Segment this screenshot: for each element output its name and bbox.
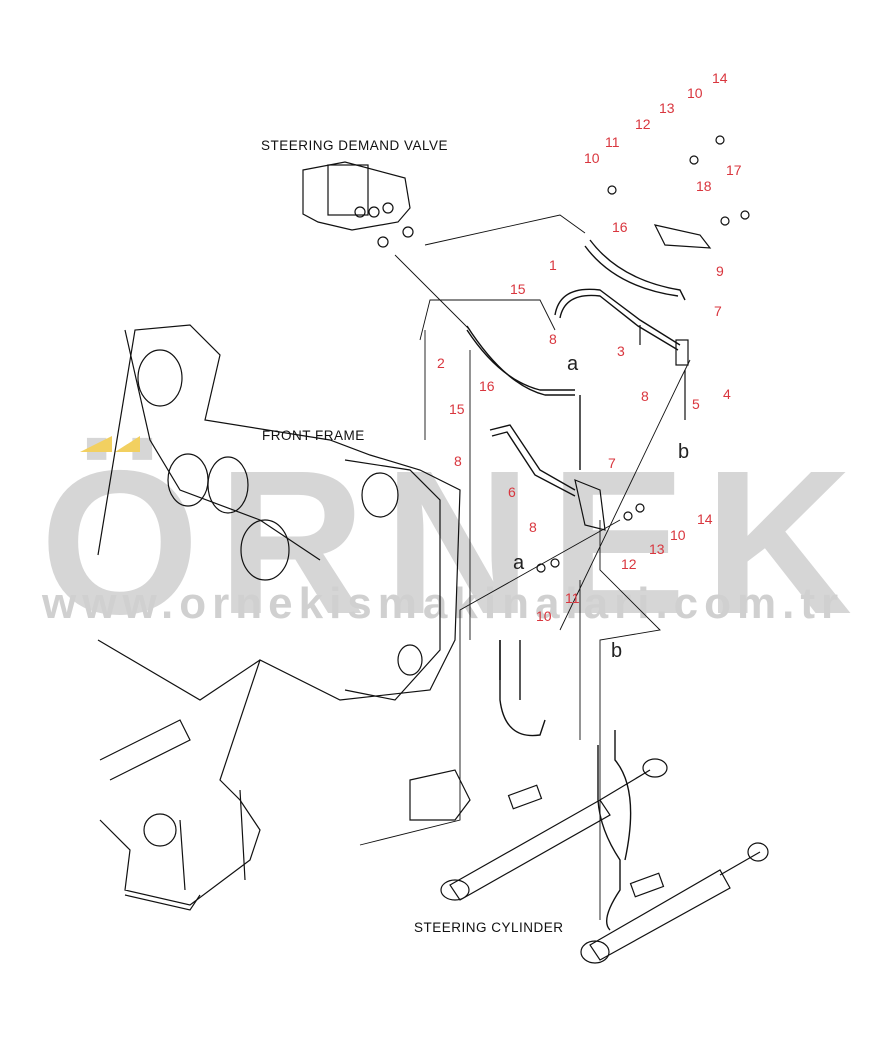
part-label: 12 [621, 556, 637, 572]
part-label: 17 [726, 162, 742, 178]
hose-6 [489, 424, 576, 491]
hoses [466, 239, 686, 931]
view-letter: a [567, 353, 579, 375]
part-label: 15 [449, 401, 465, 417]
part-label: 8 [454, 453, 462, 469]
part-label: 14 [697, 511, 713, 527]
part-label: 3 [617, 343, 625, 359]
part-label: 10 [536, 608, 552, 624]
part-label: 11 [565, 590, 580, 606]
watermark-brand: ÖRNEK [40, 428, 871, 657]
part-label: 10 [687, 85, 703, 101]
part-label: 9 [716, 263, 724, 279]
title-steering-demand-valve: STEERING DEMAND VALVE [261, 138, 449, 153]
hose-1 [589, 239, 686, 301]
part-label: 12 [635, 116, 651, 132]
front-frame [97, 324, 471, 911]
leader-lines [359, 214, 691, 920]
part-label: 13 [659, 100, 675, 116]
part-label: 2 [437, 355, 445, 371]
clamps [536, 135, 750, 573]
steering-demand-valve [302, 161, 414, 248]
hose-b [597, 745, 621, 931]
part-label: 18 [696, 178, 712, 194]
title-steering-cylinder: STEERING CYLINDER [414, 920, 564, 935]
part-label: 7 [608, 455, 616, 471]
part-label: 10 [670, 527, 686, 543]
part-label: 8 [529, 519, 537, 535]
part-label: 14 [712, 70, 728, 86]
watermark-accent [80, 436, 112, 452]
part-label: 10 [584, 150, 600, 166]
watermark-accent [115, 436, 140, 452]
part-label: 8 [641, 388, 649, 404]
hose-a [499, 640, 546, 737]
part-label: 11 [605, 134, 620, 150]
part-label: 8 [549, 331, 557, 347]
title-front-frame: FRONT FRAME [262, 428, 365, 443]
hose-3 [554, 288, 681, 346]
part-label: 1 [549, 257, 557, 273]
part-label: 6 [508, 484, 516, 500]
part-label: 16 [612, 219, 628, 235]
steering-cylinders [440, 758, 769, 964]
view-letter: b [611, 640, 623, 662]
view-letter: b [678, 441, 690, 463]
part-label: 4 [723, 386, 731, 402]
view-letter: a [513, 552, 525, 574]
part-label: 15 [510, 281, 526, 297]
part-label: 16 [479, 378, 495, 394]
part-label: 5 [692, 396, 700, 412]
part-label: 13 [649, 541, 665, 557]
part-label: 7 [714, 303, 722, 319]
